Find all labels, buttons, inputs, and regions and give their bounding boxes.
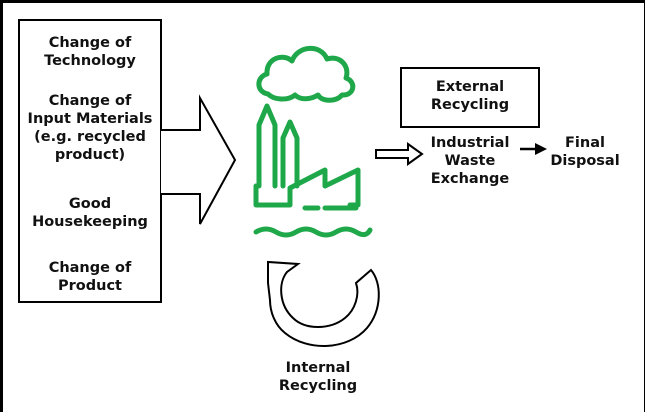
item-input-materials-line2: Input Materials [27,111,153,127]
item-housekeeping: Good Housekeeping [19,195,161,231]
item-product-line2: Product [58,278,122,294]
item-technology: Change of Technology [19,34,161,70]
input-measures-box [18,19,162,303]
final-disposal-label: Final Disposal [546,134,624,170]
internal-recycling-label: Internal Recycling [268,359,368,395]
disposal-arrow-head [535,143,547,155]
internal-recycling-line1: Internal [285,360,351,376]
item-housekeeping-line2: Housekeeping [32,214,148,230]
big-input-arrow [161,94,237,225]
final-disposal-line1: Final [565,135,605,151]
item-product: Change of Product [19,259,161,295]
internal-recycling-line2: Recycling [278,378,358,394]
iwe-line1: Industrial [430,135,510,151]
industrial-waste-exchange-label: Industrial Waste Exchange [420,134,520,188]
item-input-materials-line3: (e.g. recycled [34,129,146,145]
iwe-line3: Exchange [430,171,510,187]
output-hollow-arrow [375,142,424,166]
item-technology-line2: Technology [44,53,136,69]
iwe-line2: Waste [444,153,496,169]
external-recycling-box [400,67,540,128]
external-recycling-line1: External [435,79,505,95]
item-input-materials-line4: product) [54,147,126,163]
item-housekeeping-line1: Good [68,196,112,212]
factory-icon [253,45,373,238]
internal-recycling-arrow [267,260,380,347]
external-recycling-line2: Recycling [430,97,510,113]
item-product-line1: Change of [48,260,132,276]
final-disposal-line2: Disposal [550,153,620,169]
item-input-materials-line1: Change of [48,93,132,109]
item-input-materials: Change of Input Materials (e.g. recycled… [19,92,161,164]
external-recycling-label: External Recycling [401,78,539,114]
item-technology-line1: Change of [48,35,132,51]
